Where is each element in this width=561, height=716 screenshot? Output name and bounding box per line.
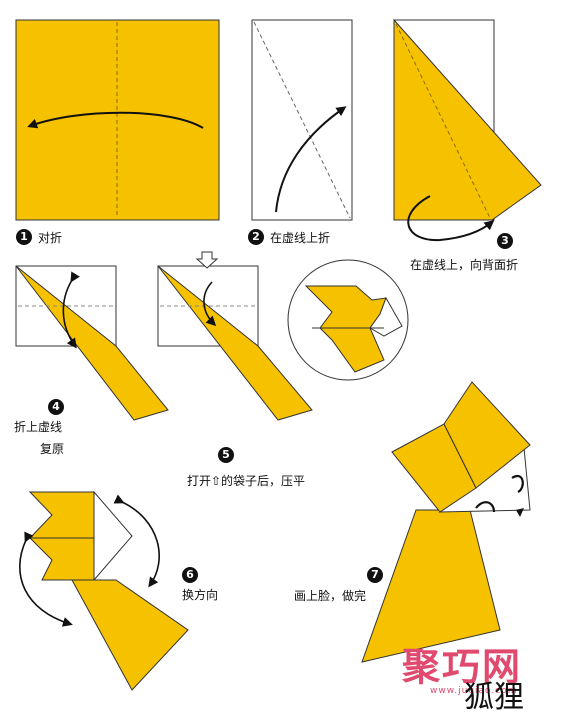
step-1-caption: 对折 [38,231,63,245]
watermark-logo: 聚巧网 [402,644,523,689]
step-6-arrow-left [18,531,73,627]
step-2-number: 2 [248,229,264,245]
step-4-caption-line2: 复原 [40,442,65,456]
step-3-caption: 在虚线上，向背面折 [410,258,519,272]
fox-eye-upper [511,475,524,493]
step-5-figure [157,251,313,421]
step-6-figure [18,490,189,691]
page-title: 狐狸 [464,680,524,715]
step-5-caption: 打开⇧的袋子后，压平 [187,474,306,488]
step-5-arrow [203,281,217,327]
step-1-figure [15,19,220,221]
step-3-folded-triangle [393,18,542,221]
step-2-fold-line [253,21,351,219]
step-7-caption: 画上脸，做完 [294,589,367,603]
step-5-open-arrow-icon [195,251,219,269]
step-1-number: 1 [16,229,32,245]
step-3-number: 3 [497,233,513,249]
step-3-figure [393,18,542,242]
step-6-caption: 换方向 [182,588,219,602]
step-2-caption: 在虚线上折 [270,231,331,245]
step-6-white-side [93,490,133,582]
fox-nose [516,508,524,517]
step-7-fox [361,381,531,663]
step-2-figure [251,19,353,221]
step-5-detail-circle [287,259,409,381]
step-3-arrow [407,195,495,242]
step-6-body [71,579,189,691]
detail-white-side [369,296,403,337]
step-5-folded-shape [157,265,313,421]
step-5-number: 5 [218,447,234,463]
step-4-number: 4 [48,399,64,415]
step-4-figure [15,265,169,421]
step-6-arrow-right [113,494,160,588]
watermark-url: www.juqiao.com [430,686,518,696]
step-2-arrow [275,106,347,213]
fox-right-ear [443,381,531,489]
step-6-lower-flap [28,537,95,581]
step-4-folded-shape [15,265,169,421]
step-7-number: 7 [367,567,383,583]
step-6-number: 6 [182,567,198,583]
step-4-caption-line1: 折上虚线 [14,420,63,434]
step-4-arrow [62,271,80,349]
step-3-fold-line [395,23,491,219]
step-2-rectangle [251,19,353,221]
fox-eye-lower [475,501,496,513]
step-1-arrow [27,111,204,129]
step-6-upper-flap [28,491,95,539]
